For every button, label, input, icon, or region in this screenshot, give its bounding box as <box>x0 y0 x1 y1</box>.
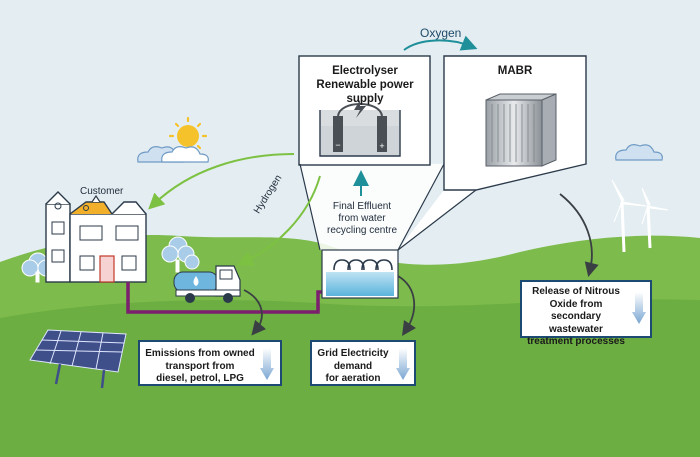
svg-text:−: − <box>335 140 340 150</box>
oxygen-arrow <box>403 35 478 51</box>
grid-electricity-text: Grid Electricity demand for aeration <box>314 348 392 386</box>
sun-icon <box>161 116 209 163</box>
wind-turbine-icon <box>611 179 647 253</box>
hydrogen-arrow <box>236 175 321 266</box>
emissions-transport-line1: Emissions from owned <box>145 348 255 359</box>
down-arrow-icon <box>260 348 274 380</box>
electrolyser-icon: − + <box>319 100 401 157</box>
callout-shape <box>300 162 444 250</box>
callout-edge <box>397 189 477 251</box>
emissions-transport-line3: diesel, petrol, LPG <box>156 373 244 384</box>
callout-edge <box>299 163 321 251</box>
final-effluent-line2: from water <box>338 213 386 224</box>
mabr-module-icon <box>485 93 557 167</box>
solar-panel-icon <box>29 329 127 389</box>
electrolyser-title-line2: Renewable power supply <box>316 79 414 105</box>
water-tank-icon <box>321 249 399 299</box>
tank-grid-arrow <box>397 275 416 336</box>
final-effluent-line3: recycling centre <box>326 225 398 236</box>
emissions-transport-text: Emissions from owned transport from dies… <box>144 348 256 386</box>
final-effluent-label: Final Effluent from water recycling cent… <box>322 201 402 237</box>
svg-text:+: + <box>379 141 384 151</box>
truck-icon <box>173 265 241 303</box>
nitrous-oxide-text: Release of Nitrous Oxide from secondary … <box>524 286 628 349</box>
house-icon <box>45 191 147 283</box>
emissions-transport-box: Emissions from owned transport from dies… <box>138 340 282 386</box>
grid-electricity-line1: Grid Electricity <box>317 348 389 359</box>
electrolyser-title-line1: Electrolyser <box>332 65 398 77</box>
truck-emission-arrow <box>243 289 267 336</box>
mabr-title-text: MABR <box>497 65 533 77</box>
grid-electricity-box: Grid Electricity demand for aeration <box>310 340 416 386</box>
tree-icon <box>161 236 200 273</box>
callout-edge <box>397 163 445 251</box>
final-effluent-line1: Final Effluent <box>332 201 392 212</box>
emissions-transport-line2: transport from <box>165 360 235 372</box>
nitrous-oxide-box: Release of Nitrous Oxide from secondary … <box>520 280 652 347</box>
green-arrow-to-house <box>148 153 295 210</box>
down-arrow-icon <box>396 348 410 380</box>
electrolyser-title: Electrolyser Renewable power supply <box>300 64 430 106</box>
down-arrow-icon <box>632 292 646 324</box>
wind-turbine-icon <box>641 187 669 249</box>
nitrous-oxide-line4: treatment processes <box>527 336 625 347</box>
mabr-title: MABR <box>444 64 586 78</box>
mabr-n2o-arrow <box>559 193 599 277</box>
cloud-icon <box>615 144 663 161</box>
grid-electricity-line2: demand <box>333 360 373 372</box>
nitrous-oxide-line3: wastewater <box>549 323 603 335</box>
oxygen-label: Oxygen <box>420 26 462 40</box>
customer-label: Customer <box>80 186 124 197</box>
grid-electricity-line3: for aeration <box>325 373 381 384</box>
nitrous-oxide-line2: Oxide from secondary <box>549 298 603 323</box>
nitrous-oxide-line1: Release of Nitrous <box>532 286 620 297</box>
